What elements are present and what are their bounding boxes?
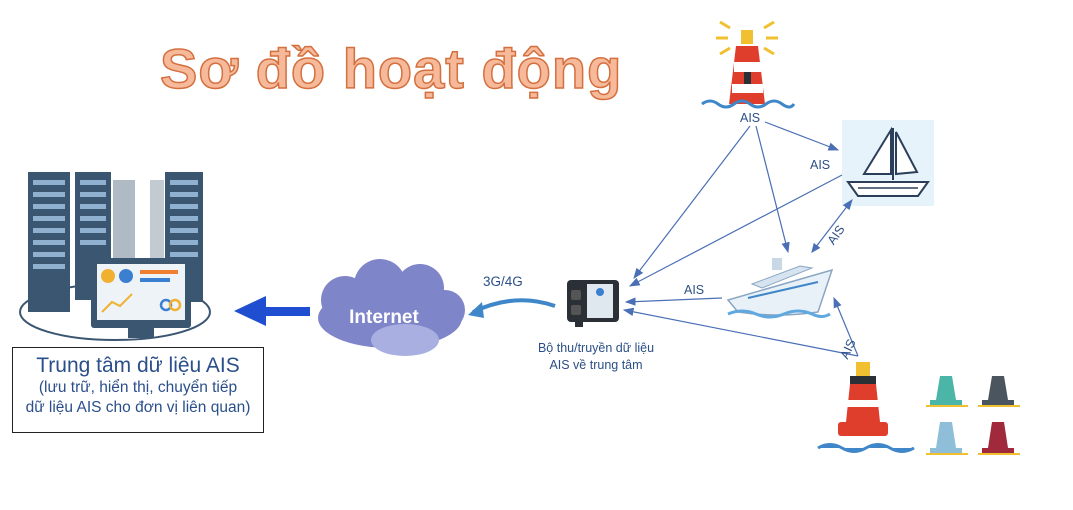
ais-receiver-icon [567, 280, 619, 327]
monitor-dashboard-icon [91, 258, 191, 338]
sailboat-icon [842, 120, 934, 206]
data-center-box: Trung tâm dữ liệu AIS (lưu trữ, hiển thị… [12, 347, 264, 433]
ais-label-sailboat: AIS [810, 158, 831, 172]
data-center-desc-2: dữ liệu AIS cho đơn vị liên quan) [25, 399, 251, 416]
network-label: 3G/4G [483, 274, 523, 289]
data-center-desc-1: (lưu trữ, hiển thị, chuyển tiếp [38, 379, 238, 396]
buoy-icon [817, 362, 1020, 455]
data-center-title: Trung tâm dữ liệu AIS [36, 354, 240, 377]
receiver-caption: Bộ thu/truyền dữ liệu AIS về trung tâm [526, 340, 666, 374]
cloud-icon [318, 259, 465, 356]
data-flow-arrow [234, 296, 310, 326]
ais-links [622, 121, 859, 357]
network-arrow [472, 298, 556, 314]
receiver-caption-line1: Bộ thu/truyền dữ liệu [537, 341, 655, 355]
receiver-caption-line2: AIS về trung tâm [549, 358, 643, 372]
ais-label-ship: AIS [684, 283, 705, 297]
ais-label-lighthouse: AIS [740, 111, 761, 125]
internet-label: Internet [349, 307, 419, 328]
lighthouse-icon [701, 20, 796, 109]
page-title: Sơ đồ hoạt động [159, 36, 623, 101]
cruise-ship-icon [726, 258, 834, 319]
